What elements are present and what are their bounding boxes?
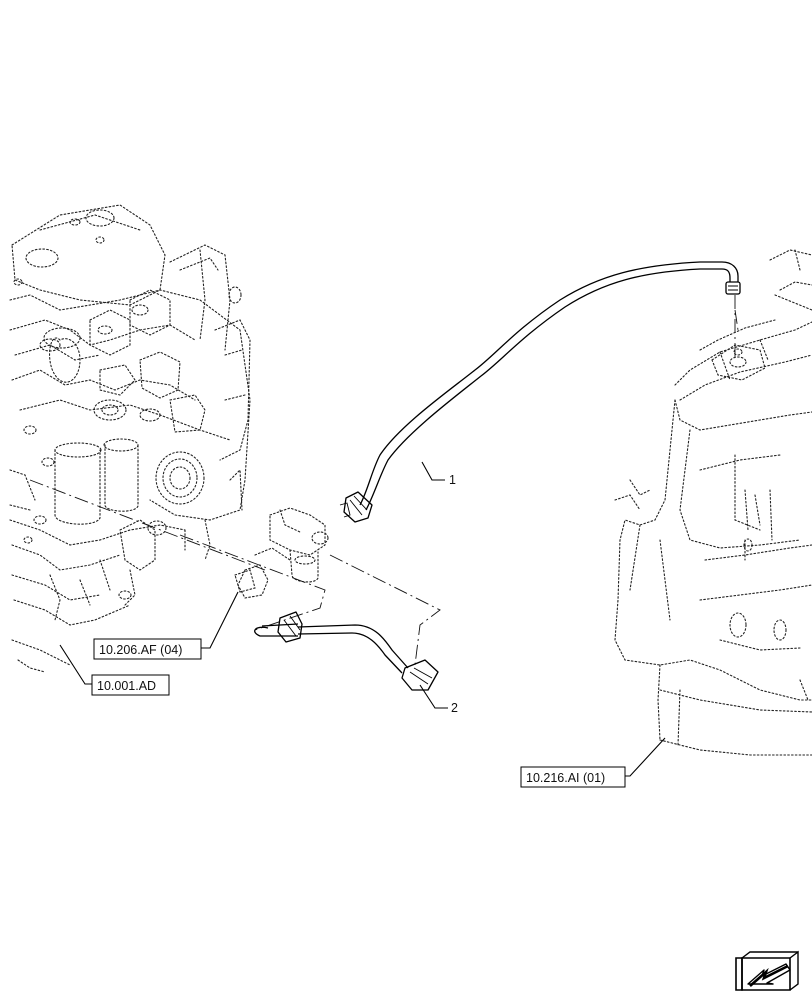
callout-fuel-filter-ref-label: 10.206.AF (04) — [99, 643, 182, 657]
callout-tank-ref-label: 10.216.AI (01) — [526, 771, 605, 785]
hose-item-1 — [339, 261, 741, 523]
callout-tank-ref[interactable]: 10.216.AI (01) — [520, 766, 626, 788]
hose-item-2 — [254, 611, 439, 691]
item-number-2: 2 — [451, 701, 458, 715]
assembly-lines — [29, 295, 739, 666]
callout-engine-ref[interactable]: 10.001.AD — [91, 674, 170, 696]
fuel-filter-phantom — [234, 507, 329, 599]
item-number-1: 1 — [449, 473, 456, 487]
callout-fuel-filter-ref[interactable]: 10.206.AF (04) — [93, 638, 202, 660]
fuel-tank-phantom — [614, 249, 812, 756]
callout-engine-ref-label: 10.001.AD — [97, 679, 156, 693]
engine-phantom — [9, 204, 251, 673]
leader-lines — [59, 461, 666, 777]
arrow-nav-icon[interactable] — [735, 950, 799, 991]
